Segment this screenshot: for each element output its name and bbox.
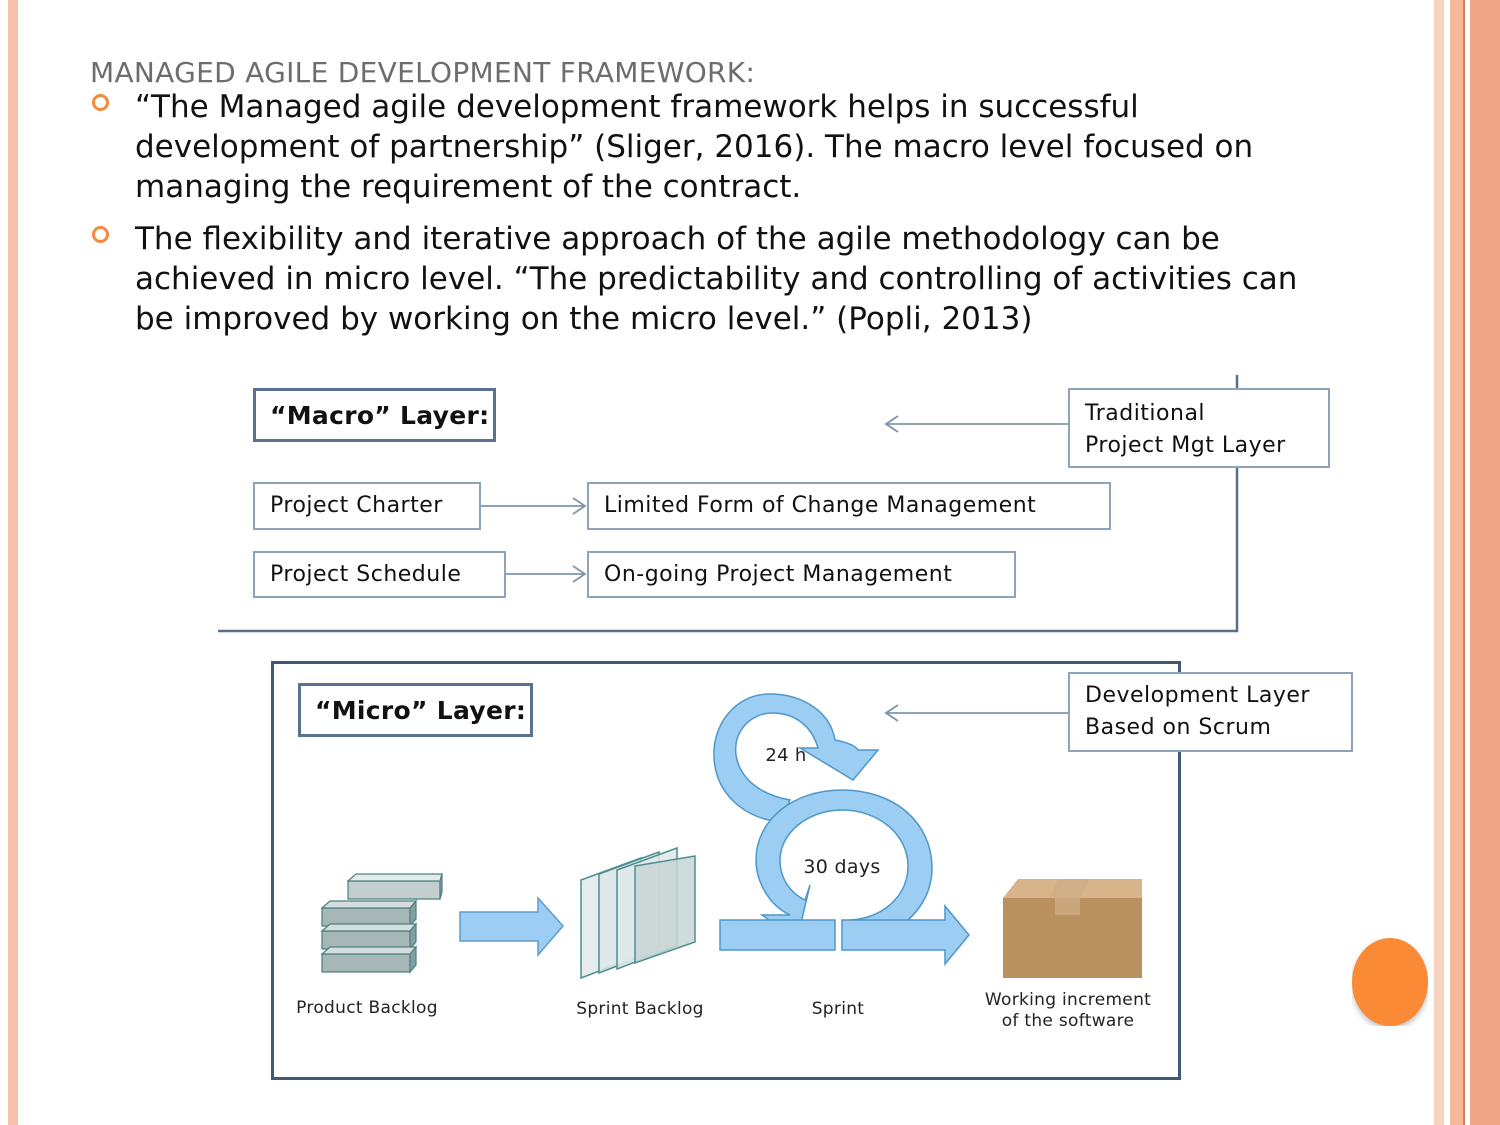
bullet-text-1: “The Managed agile development framework… <box>135 89 1254 205</box>
scrum-layer-line1: Development Layer <box>1085 683 1310 708</box>
orange-circle-decoration <box>1352 938 1428 1026</box>
bullet-icon <box>92 226 109 243</box>
right-stripe-line <box>1463 0 1465 1125</box>
micro-frame <box>271 661 1181 1080</box>
left-stripe <box>8 0 18 1125</box>
traditional-pm-layer-box: Traditional Project Mgt Layer <box>1068 388 1330 468</box>
sprint-caption: Sprint <box>811 999 865 1019</box>
macro-layer-label: “Macro” Layer: <box>253 388 496 442</box>
micro-layer-label: “Micro” Layer: <box>298 683 533 737</box>
scrum-cycle-icon <box>713 693 970 967</box>
sprint-backlog-caption: Sprint Backlog <box>576 999 704 1019</box>
sprint-cycle-label: 30 days <box>803 856 881 878</box>
traditional-pm-line2: Project Mgt Layer <box>1085 433 1286 458</box>
project-schedule-box: Project Schedule <box>253 551 506 598</box>
right-stripe-light <box>1434 0 1444 1125</box>
increment-caption: Working increment of the software <box>970 990 1166 1032</box>
change-management-box: Limited Form of Change Management <box>587 482 1111 530</box>
right-stripe-dark <box>1470 0 1500 1125</box>
scrum-layer-line2: Based on Scrum <box>1085 715 1272 740</box>
bullet-icon <box>92 94 109 111</box>
slide-title: MANAGED AGILE DEVELOPMENT FRAMEWORK: <box>90 56 756 89</box>
increment-caption-line2: of the software <box>1001 1011 1135 1031</box>
increment-caption-line1: Working increment <box>984 990 1152 1010</box>
right-stripe-mid <box>1450 0 1464 1125</box>
daily-cycle-label: 24 h <box>765 745 807 766</box>
product-backlog-icon <box>320 873 443 974</box>
ongoing-management-box: On-going Project Management <box>587 551 1016 598</box>
backlog-to-sprint-arrow <box>459 896 564 958</box>
sprint-backlog-icon <box>580 846 696 980</box>
cardboard-box-icon <box>1003 879 1142 978</box>
project-charter-box: Project Charter <box>253 482 481 530</box>
product-backlog-caption: Product Backlog <box>296 998 438 1018</box>
bullet-text-2: The flexibility and iterative approach o… <box>135 221 1298 337</box>
scrum-layer-box: Development Layer Based on Scrum <box>1068 672 1353 752</box>
traditional-pm-line1: Traditional <box>1085 401 1206 426</box>
